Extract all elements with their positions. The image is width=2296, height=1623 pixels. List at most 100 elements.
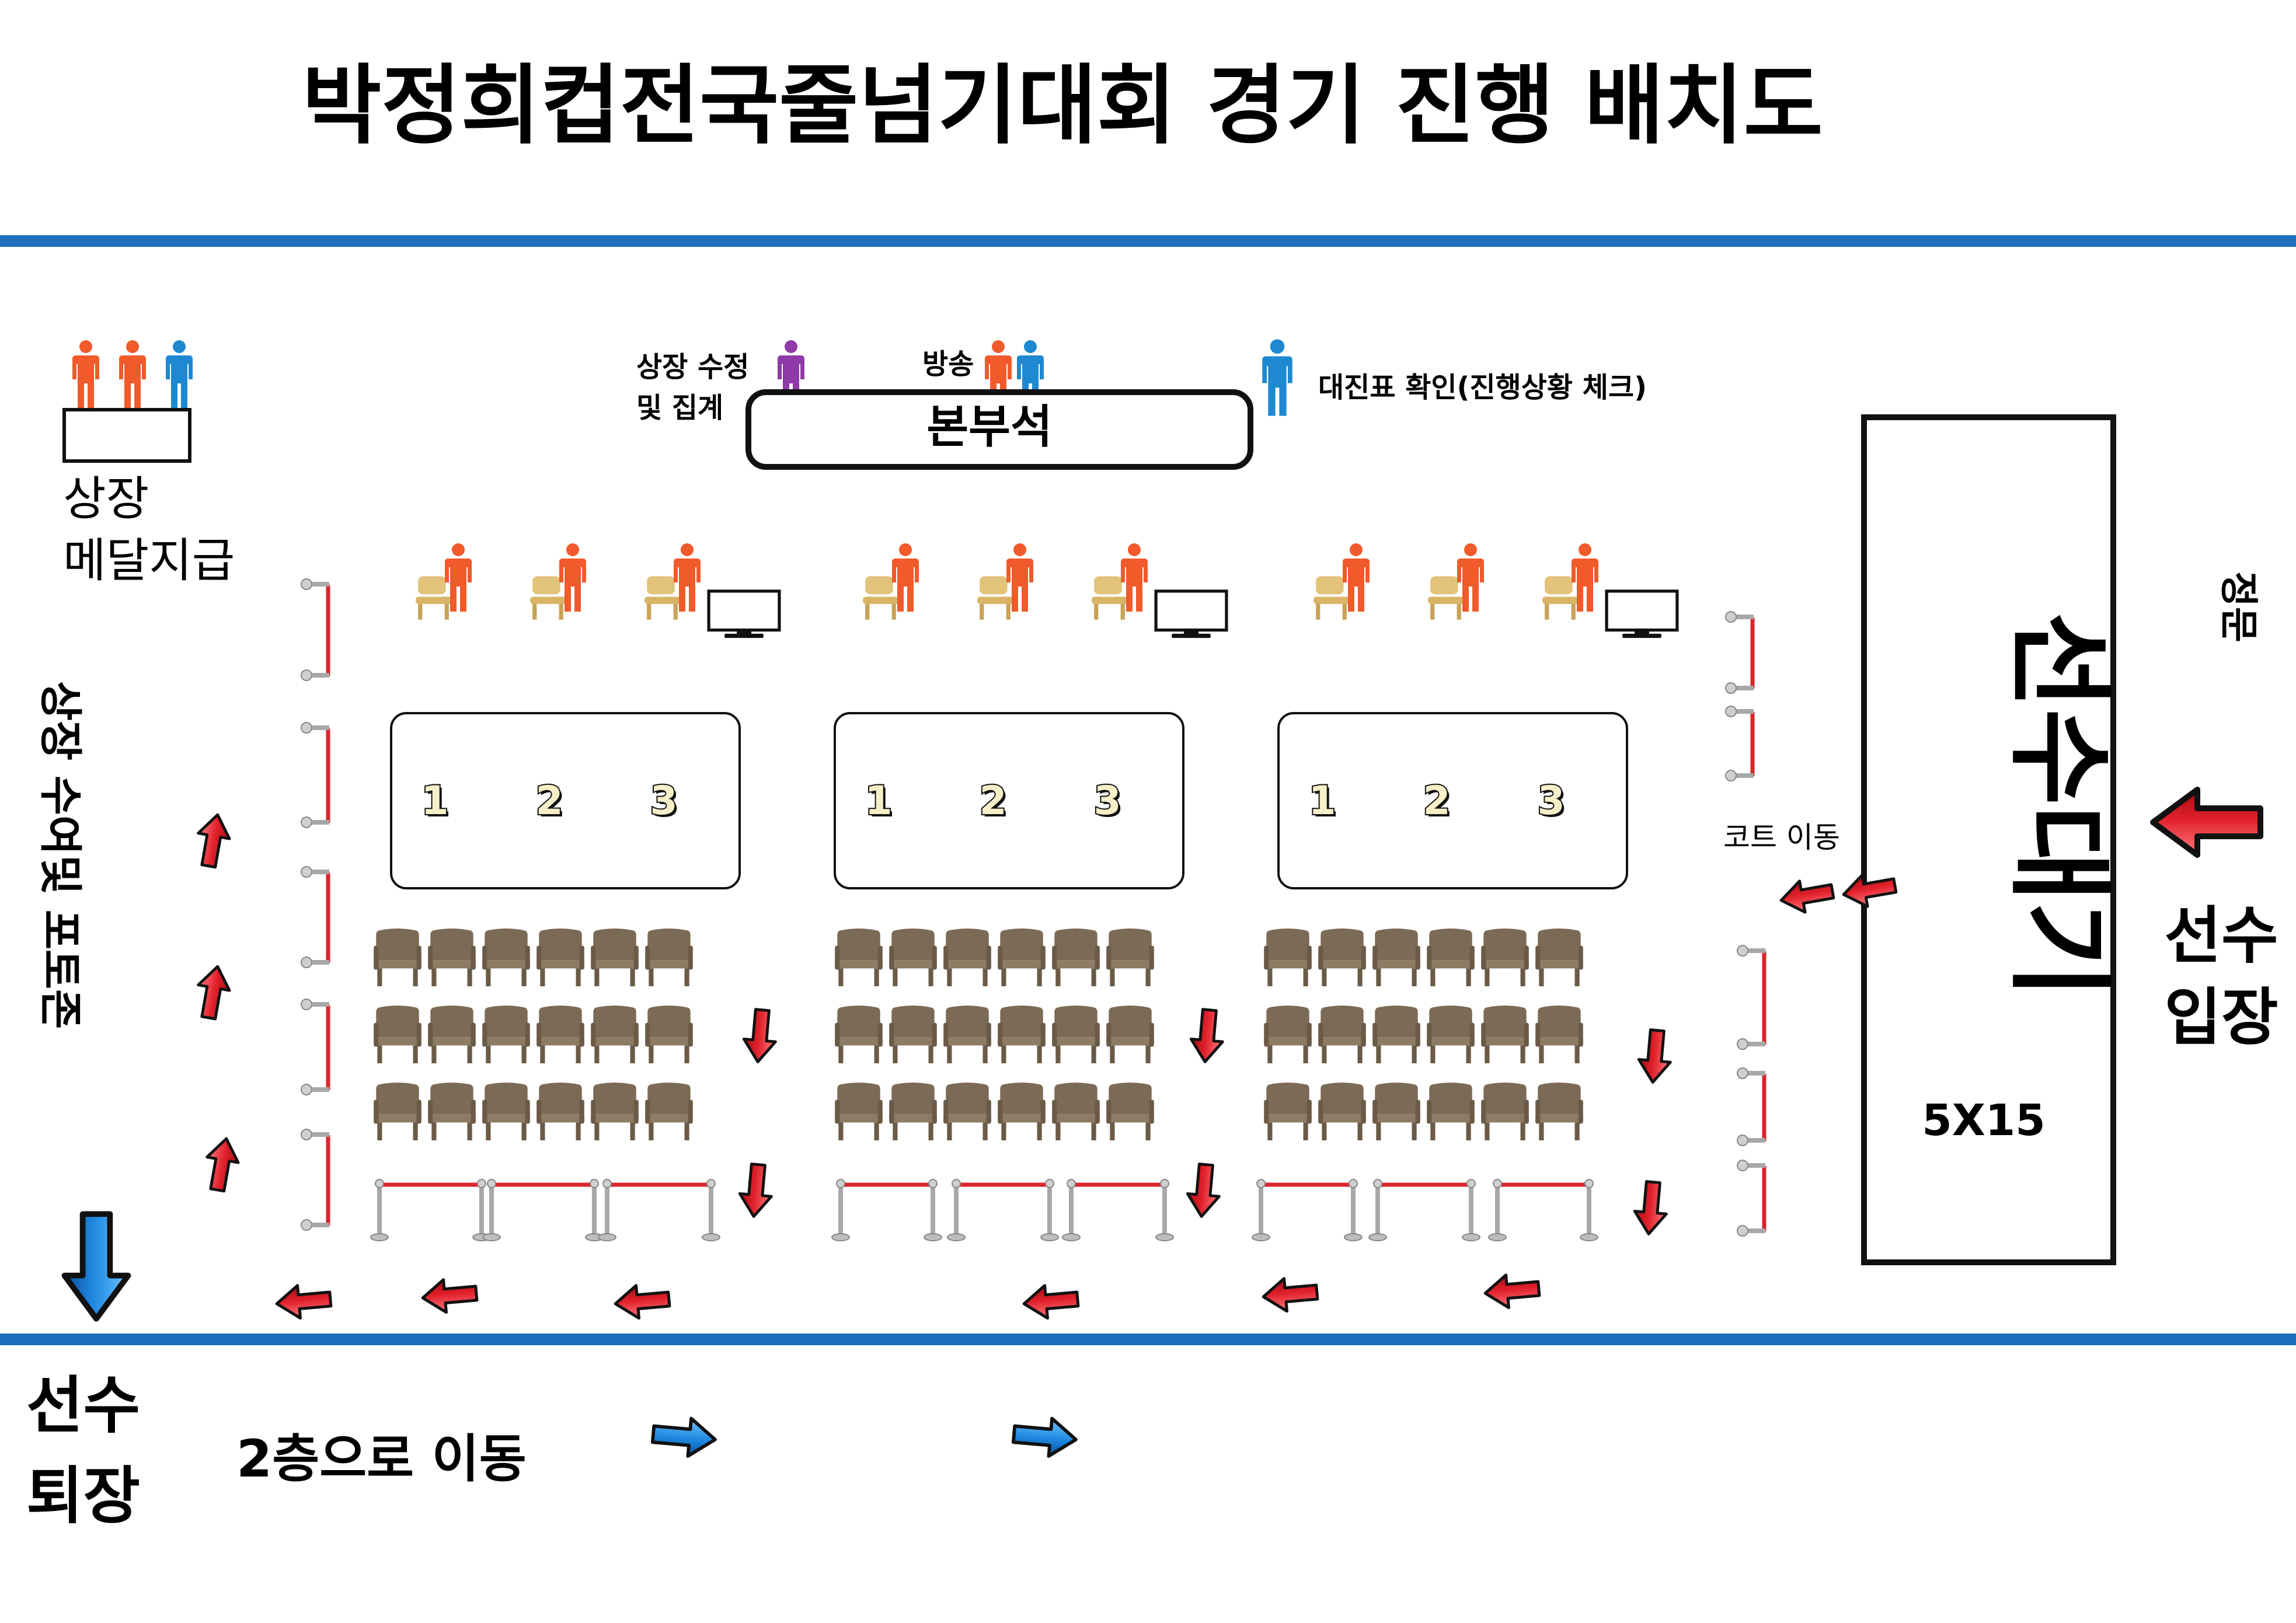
awards-table <box>62 340 193 463</box>
judge-chair-icon <box>530 576 566 620</box>
move-2f-label: 2층으로 이동 <box>236 1429 527 1489</box>
spectator-seat-icon <box>1372 1083 1420 1140</box>
station-number-shadow: 1 <box>423 780 451 826</box>
station-number: 1 <box>1308 778 1336 824</box>
staff-person-icon <box>166 340 193 409</box>
spectator-seat-icon <box>374 1083 421 1140</box>
station-number-shadow: 3 <box>652 780 680 826</box>
stanchion-rope <box>1725 611 1755 694</box>
flow-arrow-down-icon <box>738 1163 774 1218</box>
page-title: 박정희컵전국줄넘기대회 경기 진행 배치도 <box>302 55 1823 156</box>
spectator-seat-icon <box>645 1083 693 1140</box>
spectator-seat-icon <box>835 1006 883 1063</box>
stanchion-rope <box>1737 945 1767 1050</box>
stanchion-rope <box>831 1179 942 1241</box>
spectator-seat-icon <box>428 1006 476 1063</box>
judge-chair-icon <box>1428 576 1464 620</box>
spectator-seat-icon <box>1264 1006 1312 1063</box>
spectator-seat-icon <box>1372 1006 1420 1063</box>
player-exit-line2: 퇴장 <box>26 1460 140 1532</box>
stanchion-rope <box>301 722 330 828</box>
spectator-seat-icon <box>1481 929 1529 986</box>
waiting-area <box>1861 414 2116 1265</box>
stanchion-rope <box>301 578 330 681</box>
stanchion-rope <box>301 999 330 1095</box>
staff-person-icon <box>72 340 99 409</box>
spectator-seat-icon <box>536 929 584 986</box>
flow-arrow-down-icon <box>1189 1008 1225 1063</box>
spectator-seat-icon <box>428 929 476 986</box>
station-number-shadow: 1 <box>1311 780 1338 826</box>
spectator-seat-icon <box>591 1006 639 1063</box>
station-number-shadow: 3 <box>1096 780 1123 826</box>
spectator-seat-icon <box>1106 929 1154 986</box>
bottom-divider-line <box>0 1334 2296 1345</box>
flow-arrow-up-icon <box>193 964 234 1020</box>
correction-label-line1: 상장 수정 <box>636 351 749 383</box>
awards-label-line1: 상장 <box>63 472 149 526</box>
flow-arrow-left-icon <box>614 1283 671 1320</box>
spectator-seat-icon <box>482 1083 530 1140</box>
spectator-seat-icon <box>998 929 1046 986</box>
spectator-seat-icon <box>1535 1006 1583 1063</box>
flow-arrow-down-icon <box>1186 1163 1222 1218</box>
spectator-seat-icon <box>536 1083 584 1140</box>
station-number-shadow: 1 <box>867 780 894 826</box>
station-number: 1 <box>865 778 892 824</box>
hq-desk-label: 본부석 <box>926 401 1052 453</box>
broadcast-label: 방송 <box>922 348 974 381</box>
spectator-seat-icon <box>889 929 937 986</box>
spectator-seat-icon <box>889 1083 937 1140</box>
judge-chair-icon <box>977 576 1013 620</box>
spectator-seat-icon <box>482 1006 530 1063</box>
entry-arrow <box>2153 790 2260 855</box>
flow-arrow-left-icon <box>1023 1283 1079 1320</box>
hq-desk <box>745 389 1253 470</box>
court-move-label: 코트 이동 <box>1723 821 1840 854</box>
bracket-check-label: 대진표 확인(진행상황 체크) <box>1318 371 1647 404</box>
judge-chair-icon <box>863 576 899 620</box>
spectator-seat-icon <box>1427 929 1475 986</box>
judge-chair-icon <box>1092 576 1128 620</box>
spectator-seat-icon <box>835 929 883 986</box>
judge-chair-icon <box>1314 576 1350 620</box>
flow-arrow-right-icon <box>1012 1415 1078 1458</box>
stanchion-rope <box>1488 1179 1598 1241</box>
flow-arrow-left-icon <box>1778 876 1835 916</box>
spectator-seat-icon <box>998 1006 1046 1063</box>
spectator-seat-icon <box>1481 1083 1529 1140</box>
station-number: 3 <box>1537 778 1565 824</box>
flow-arrow-up-icon <box>202 1136 242 1192</box>
spectator-seat-icon <box>943 1083 991 1140</box>
station-number: 1 <box>421 778 448 824</box>
stanchion-rope <box>1252 1179 1363 1241</box>
flow-arrow-right-icon <box>651 1415 717 1458</box>
waiting-area-label: 선수대기 <box>1998 612 2120 999</box>
judge-chair-icon <box>1542 576 1579 620</box>
station-number-shadow: 3 <box>1539 780 1567 826</box>
flow-arrow-down-icon <box>1633 1181 1669 1235</box>
spectator-seat-icon <box>889 1006 937 1063</box>
stanchion-rope <box>1725 706 1755 781</box>
spectator-seat-icon <box>1264 929 1312 986</box>
exit-arrow-down-icon <box>64 1214 128 1318</box>
spectator-seat-icon <box>591 929 639 986</box>
correction-label-line2: 및 집계 <box>636 392 723 424</box>
player-exit-line1: 선수 <box>26 1370 140 1441</box>
spectator-seat-icon <box>1372 929 1420 986</box>
station-number-shadow: 2 <box>1425 780 1452 826</box>
stanchion-rope <box>1737 1067 1767 1146</box>
score-monitor-icon <box>709 591 779 638</box>
spectator-seat-icon <box>645 1006 693 1063</box>
spectator-seat-icon <box>1318 1083 1366 1140</box>
flow-arrow-left-icon <box>1262 1276 1319 1313</box>
station-number: 3 <box>650 778 677 824</box>
spectator-seat-icon <box>1427 1083 1475 1140</box>
spectator-seat-icon <box>374 929 421 986</box>
spectator-seat-icon <box>1535 929 1583 986</box>
stanchion-rope <box>370 1179 491 1241</box>
spectator-seat-icon <box>374 1006 421 1063</box>
